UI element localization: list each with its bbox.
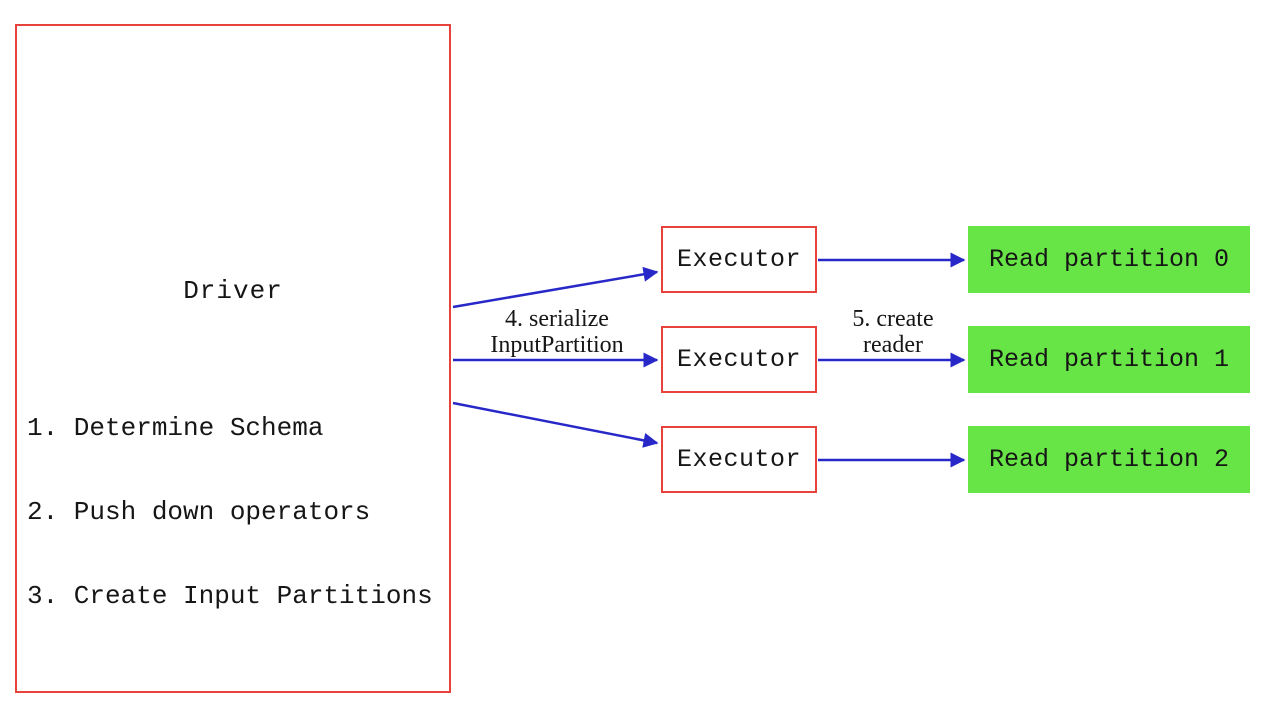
driver-steps: 1. Determine Schema 2. Push down operato… [27,358,433,666]
partition-label-2: Read partition 2 [988,445,1230,474]
executor-label-2: Executor [676,345,802,374]
executor-box-3: Executor [661,426,817,493]
executor-label-3: Executor [676,445,802,474]
driver-title: Driver [183,276,283,306]
driver-step-1: 1. Determine Schema [27,413,324,443]
serialize-label-line1: 4. serialize [505,306,609,332]
partition-box-2: Read partition 2 [968,426,1250,493]
driver-step-3: 3. Create Input Partitions [27,581,433,611]
partition-label-0: Read partition 0 [988,245,1230,274]
executor-box-1: Executor [661,226,817,293]
create-reader-label: 5. create reader [783,306,1003,358]
partition-box-0: Read partition 0 [968,226,1250,293]
arrow-driver-to-executor-3 [452,401,659,448]
partition-box-1: Read partition 1 [968,326,1250,393]
arrow-driver-to-executor-1 [452,266,659,309]
executor-box-2: Executor [661,326,817,393]
partition-label-1: Read partition 1 [988,345,1230,374]
create-reader-label-line2: reader [863,332,923,358]
executor-label-1: Executor [676,245,802,274]
serialize-inputpartition-label: 4. serialize InputPartition [447,306,667,358]
serialize-label-line2: InputPartition [490,332,624,358]
create-reader-label-line1: 5. create [852,306,934,332]
driver-box: Driver 1. Determine Schema 2. Push down … [15,24,451,693]
driver-step-2: 2. Push down operators [27,497,371,527]
